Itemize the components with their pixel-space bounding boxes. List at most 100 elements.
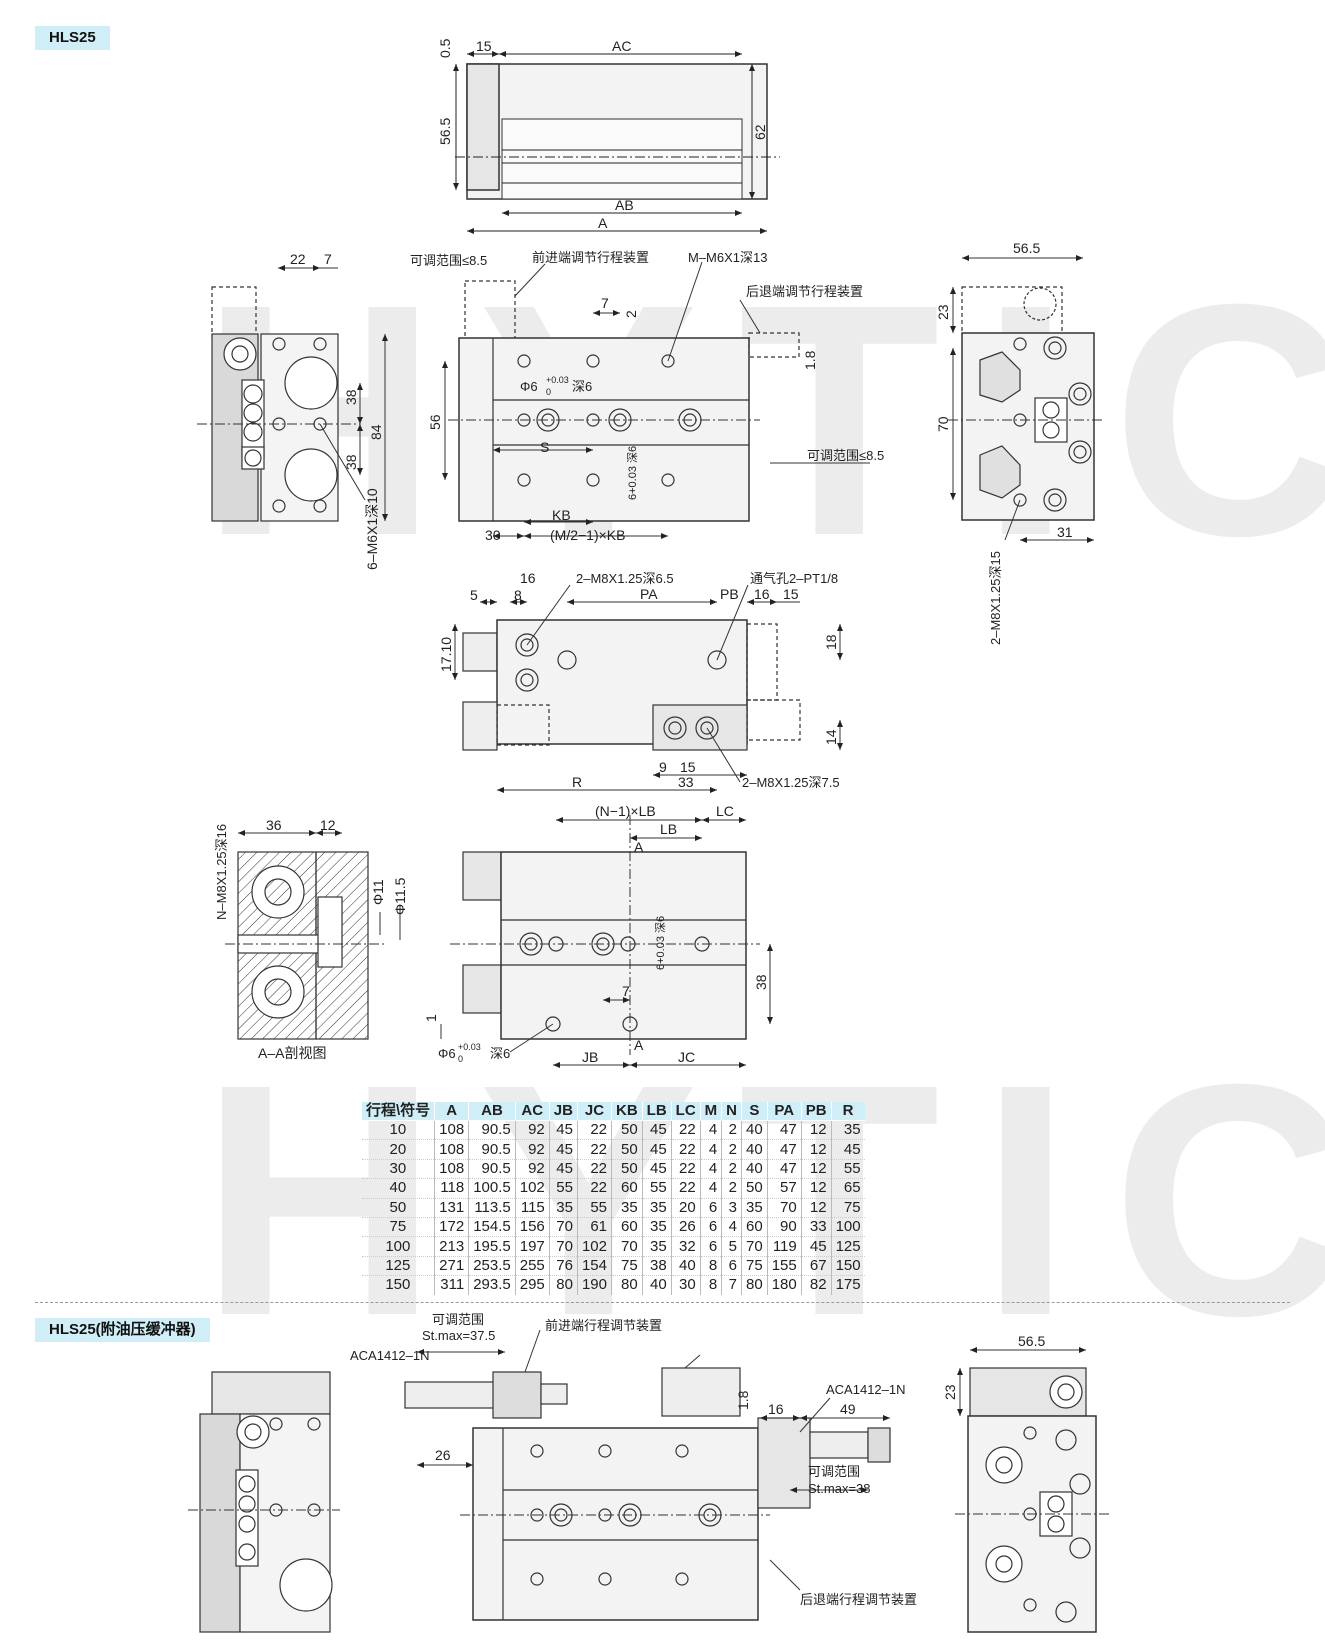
header-n: N xyxy=(721,1102,742,1121)
value-cell: 108 xyxy=(434,1139,469,1160)
dim-16: 16 xyxy=(768,1401,784,1417)
value-cell: 22 xyxy=(670,1178,701,1199)
dim-phi11: Φ11 xyxy=(370,879,386,905)
dim-kb: KB xyxy=(552,507,571,523)
label-front-adjust-device: 前进端调节行程装置 xyxy=(532,250,649,265)
value-cell: 45 xyxy=(548,1119,578,1140)
value-cell: 311 xyxy=(434,1275,469,1295)
label-phi6-depth: 深6 xyxy=(490,1046,510,1061)
value-cell: 22 xyxy=(576,1139,612,1160)
label-stmax-front: St.max=37.5 xyxy=(422,1328,495,1343)
value-cell: 4 xyxy=(699,1178,722,1199)
value-cell: 113.5 xyxy=(468,1197,516,1218)
dim-phi11-5: Φ11.5 xyxy=(392,877,408,915)
value-cell: 90.5 xyxy=(468,1119,516,1140)
label-phi6-tol-upper: +0.03 xyxy=(458,1042,481,1052)
value-cell: 6 xyxy=(699,1236,722,1257)
section-title-hls25: HLS25 xyxy=(35,26,110,50)
stroke-cell: 30 xyxy=(361,1158,435,1179)
dim-jc: JC xyxy=(678,1049,695,1065)
dim-pb: PB xyxy=(720,586,739,602)
value-cell: 100 xyxy=(830,1216,865,1237)
header-ac: AC xyxy=(514,1102,550,1121)
value-cell: 92 xyxy=(514,1139,550,1160)
dim-26: 26 xyxy=(435,1447,451,1463)
value-cell: 197 xyxy=(514,1236,550,1257)
left-end-view-labels: 22 7 38 38 84 6–M6X1深10 xyxy=(290,251,384,570)
value-cell: 60 xyxy=(611,1216,643,1237)
dim-0-5: 0.5 xyxy=(437,38,453,58)
rear-view xyxy=(440,815,773,1068)
stroke-cell: 125 xyxy=(361,1255,435,1276)
header-jb: JB xyxy=(548,1102,578,1121)
value-cell: 60 xyxy=(611,1178,643,1199)
dim-9: 9 xyxy=(659,759,667,775)
value-cell: 213 xyxy=(434,1236,469,1257)
bottom-view xyxy=(452,584,843,793)
dim-15: 15 xyxy=(783,586,799,602)
value-cell: 172 xyxy=(434,1216,469,1237)
value-cell: 293.5 xyxy=(468,1275,516,1295)
value-cell: 55 xyxy=(576,1197,612,1218)
value-cell: 35 xyxy=(611,1197,643,1218)
dim-7: 7 xyxy=(324,251,332,267)
dim-62: 62 xyxy=(752,124,768,140)
dim-15b: 15 xyxy=(680,759,696,775)
label-adjust-range-front: 可调范围≤8.5 xyxy=(410,253,487,268)
header-jc: JC xyxy=(576,1102,612,1121)
value-cell: 92 xyxy=(514,1119,550,1140)
value-cell: 40 xyxy=(741,1119,768,1140)
value-cell: 92 xyxy=(514,1158,550,1179)
buffer-front-view-labels: 可调范围 St.max=37.5 ACA1412–1N 前进端行程调节装置 26… xyxy=(350,1312,917,1607)
value-cell: 4 xyxy=(699,1119,722,1140)
value-cell: 75 xyxy=(830,1197,865,1218)
dim-12: 12 xyxy=(320,817,336,833)
dim-2: 2 xyxy=(623,310,639,318)
top-view xyxy=(453,51,780,234)
value-cell: 76 xyxy=(548,1255,578,1276)
value-cell: 40 xyxy=(741,1139,768,1160)
value-cell: 102 xyxy=(514,1178,550,1199)
label-phi6-depth: 深6 xyxy=(572,379,592,394)
value-cell: 50 xyxy=(611,1119,643,1140)
dim-a: A xyxy=(598,215,608,231)
dim-16: 16 xyxy=(520,570,536,586)
dim-1-8: 1.8 xyxy=(735,1390,751,1410)
value-cell: 70 xyxy=(548,1236,578,1257)
value-cell: 12 xyxy=(800,1139,832,1160)
stroke-cell: 50 xyxy=(361,1197,435,1218)
front-view-labels: 可调范围≤8.5 前进端调节行程装置 M–M6X1深13 后退端调节行程装置 7… xyxy=(410,250,884,543)
value-cell: 50 xyxy=(741,1178,768,1199)
value-cell: 70 xyxy=(548,1216,578,1237)
dim-16b: 16 xyxy=(754,586,770,602)
value-cell: 35 xyxy=(641,1216,672,1237)
value-cell: 22 xyxy=(670,1158,701,1179)
label-m-m6-tap: M–M6X1深13 xyxy=(688,250,767,265)
label-adjust-range-front: 可调范围 xyxy=(432,1312,484,1327)
label-phi6-tol-lower: 0 xyxy=(458,1054,463,1064)
dim-22: 22 xyxy=(290,251,306,267)
label-2-m8-tap-7-5: 2–M8X1.25深7.5 xyxy=(742,775,840,790)
label-2-m8-tap-6-5: 2–M8X1.25深6.5 xyxy=(576,571,674,586)
dim-lc: LC xyxy=(716,803,734,819)
value-cell: 4 xyxy=(699,1158,722,1179)
dim-56-5: 56.5 xyxy=(1018,1333,1045,1349)
dim-7: 7 xyxy=(622,983,630,999)
value-cell: 40 xyxy=(741,1158,768,1179)
left-end-view xyxy=(197,265,388,522)
value-cell: 45 xyxy=(548,1139,578,1160)
dim-15: 15 xyxy=(476,38,492,54)
label-depth6-vertical: 6+0.03 深6 xyxy=(654,916,667,970)
value-cell: 175 xyxy=(830,1275,865,1295)
value-cell: 40 xyxy=(641,1275,672,1295)
dim-ac: AC xyxy=(612,38,631,54)
right-end-view-labels: 56.5 23 70 31 2–M8X1.25深15 xyxy=(935,240,1073,645)
value-cell: 45 xyxy=(548,1158,578,1179)
value-cell: 5 xyxy=(721,1236,742,1257)
right-end-view xyxy=(948,255,1105,543)
